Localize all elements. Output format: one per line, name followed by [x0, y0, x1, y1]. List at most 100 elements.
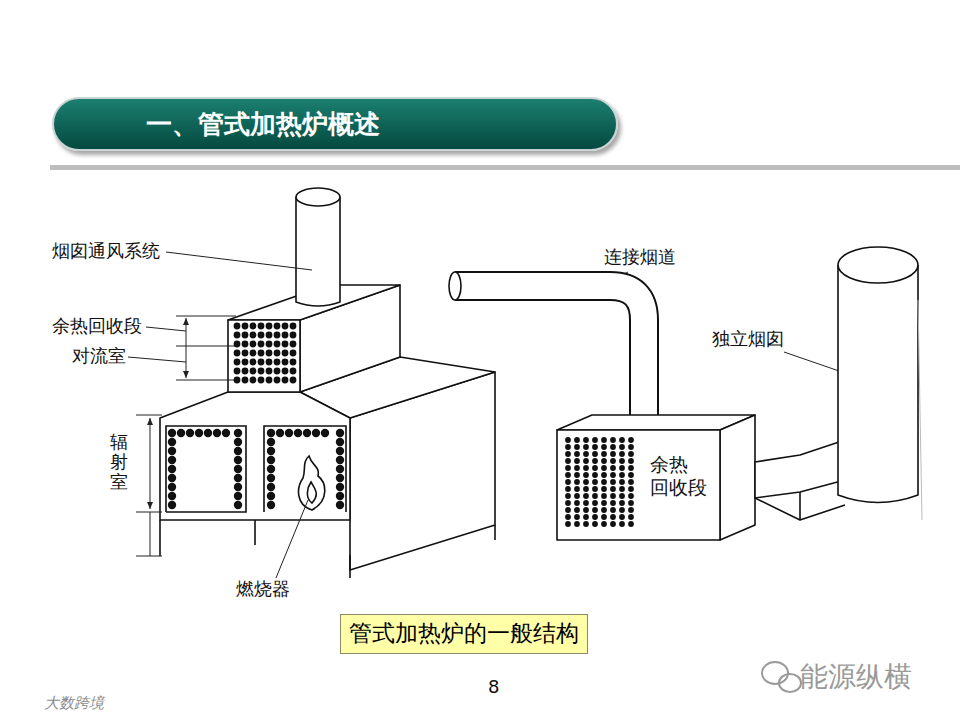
arrowhead [147, 418, 153, 425]
tube [583, 486, 589, 492]
tube [266, 323, 273, 330]
tube [267, 483, 275, 491]
tube [177, 429, 185, 437]
tube [168, 501, 176, 509]
tube [610, 458, 616, 464]
tube [565, 500, 571, 506]
bracket [136, 415, 162, 556]
tube [242, 323, 249, 330]
tube [290, 332, 297, 339]
tube [336, 474, 344, 482]
tube [234, 501, 242, 509]
tube [601, 458, 607, 464]
chimney-body [838, 265, 918, 503]
tube [195, 429, 203, 437]
tube [574, 451, 580, 457]
chimney-body [296, 197, 340, 306]
tube [583, 472, 589, 478]
tube [258, 341, 265, 348]
tube [267, 492, 275, 500]
tube [610, 444, 616, 450]
tube [258, 323, 265, 330]
tube [267, 501, 275, 509]
tube [574, 507, 580, 513]
tube [266, 350, 273, 357]
tube [583, 500, 589, 506]
tube [290, 341, 297, 348]
tube [610, 451, 616, 457]
tube [610, 479, 616, 485]
tube [574, 444, 580, 450]
tube [282, 368, 289, 375]
tube [574, 486, 580, 492]
tube [574, 472, 580, 478]
tube [234, 341, 241, 348]
tube [619, 507, 625, 513]
tube [294, 429, 302, 437]
caption-text: 管式加热炉的一般结构 [349, 619, 579, 649]
watermark: 大数跨境 [44, 694, 104, 712]
tube [266, 368, 273, 375]
tube [250, 350, 257, 357]
tube [583, 493, 589, 499]
tube [583, 521, 589, 527]
tube [628, 479, 634, 485]
tube [628, 444, 634, 450]
tube [601, 444, 607, 450]
tube [610, 437, 616, 443]
tube [336, 438, 344, 446]
tube [610, 486, 616, 492]
tube [282, 377, 289, 384]
tube [234, 429, 242, 437]
tube [574, 493, 580, 499]
tube [565, 521, 571, 527]
tube [290, 350, 297, 357]
tube [583, 451, 589, 457]
tube [601, 514, 607, 520]
tube [234, 332, 241, 339]
leader-line [128, 357, 186, 362]
tube [565, 444, 571, 450]
tube [267, 429, 275, 437]
tube [274, 350, 281, 357]
tube [628, 521, 634, 527]
chimney-top [296, 188, 340, 206]
radiant-window [166, 426, 246, 512]
caption-box: 管式加热炉的一般结构 [340, 614, 588, 654]
flue-duct [455, 286, 644, 418]
duct-base [755, 492, 845, 520]
tube [610, 500, 616, 506]
tube [565, 493, 571, 499]
tube [601, 521, 607, 527]
tube [592, 507, 598, 513]
tube [290, 323, 297, 330]
tube [234, 483, 242, 491]
tube [336, 465, 344, 473]
tube [234, 474, 242, 482]
tube [583, 479, 589, 485]
tube [574, 458, 580, 464]
tube [258, 350, 265, 357]
tube [610, 465, 616, 471]
tube [234, 438, 242, 446]
tube [592, 465, 598, 471]
tube [266, 377, 273, 384]
tube [601, 437, 607, 443]
recovery-front [557, 430, 720, 540]
tube [242, 332, 249, 339]
tube [234, 377, 241, 384]
recovery-side [720, 415, 755, 540]
tube [619, 465, 625, 471]
leader-line [276, 500, 308, 578]
tube [234, 456, 242, 464]
tube [628, 514, 634, 520]
tube [336, 501, 344, 509]
tube [282, 350, 289, 357]
part-label: 连接烟道 [604, 246, 676, 268]
tube [336, 483, 344, 491]
tube [222, 429, 230, 437]
chimney-top [838, 247, 918, 283]
tube [303, 429, 311, 437]
tube [282, 332, 289, 339]
tube [610, 472, 616, 478]
